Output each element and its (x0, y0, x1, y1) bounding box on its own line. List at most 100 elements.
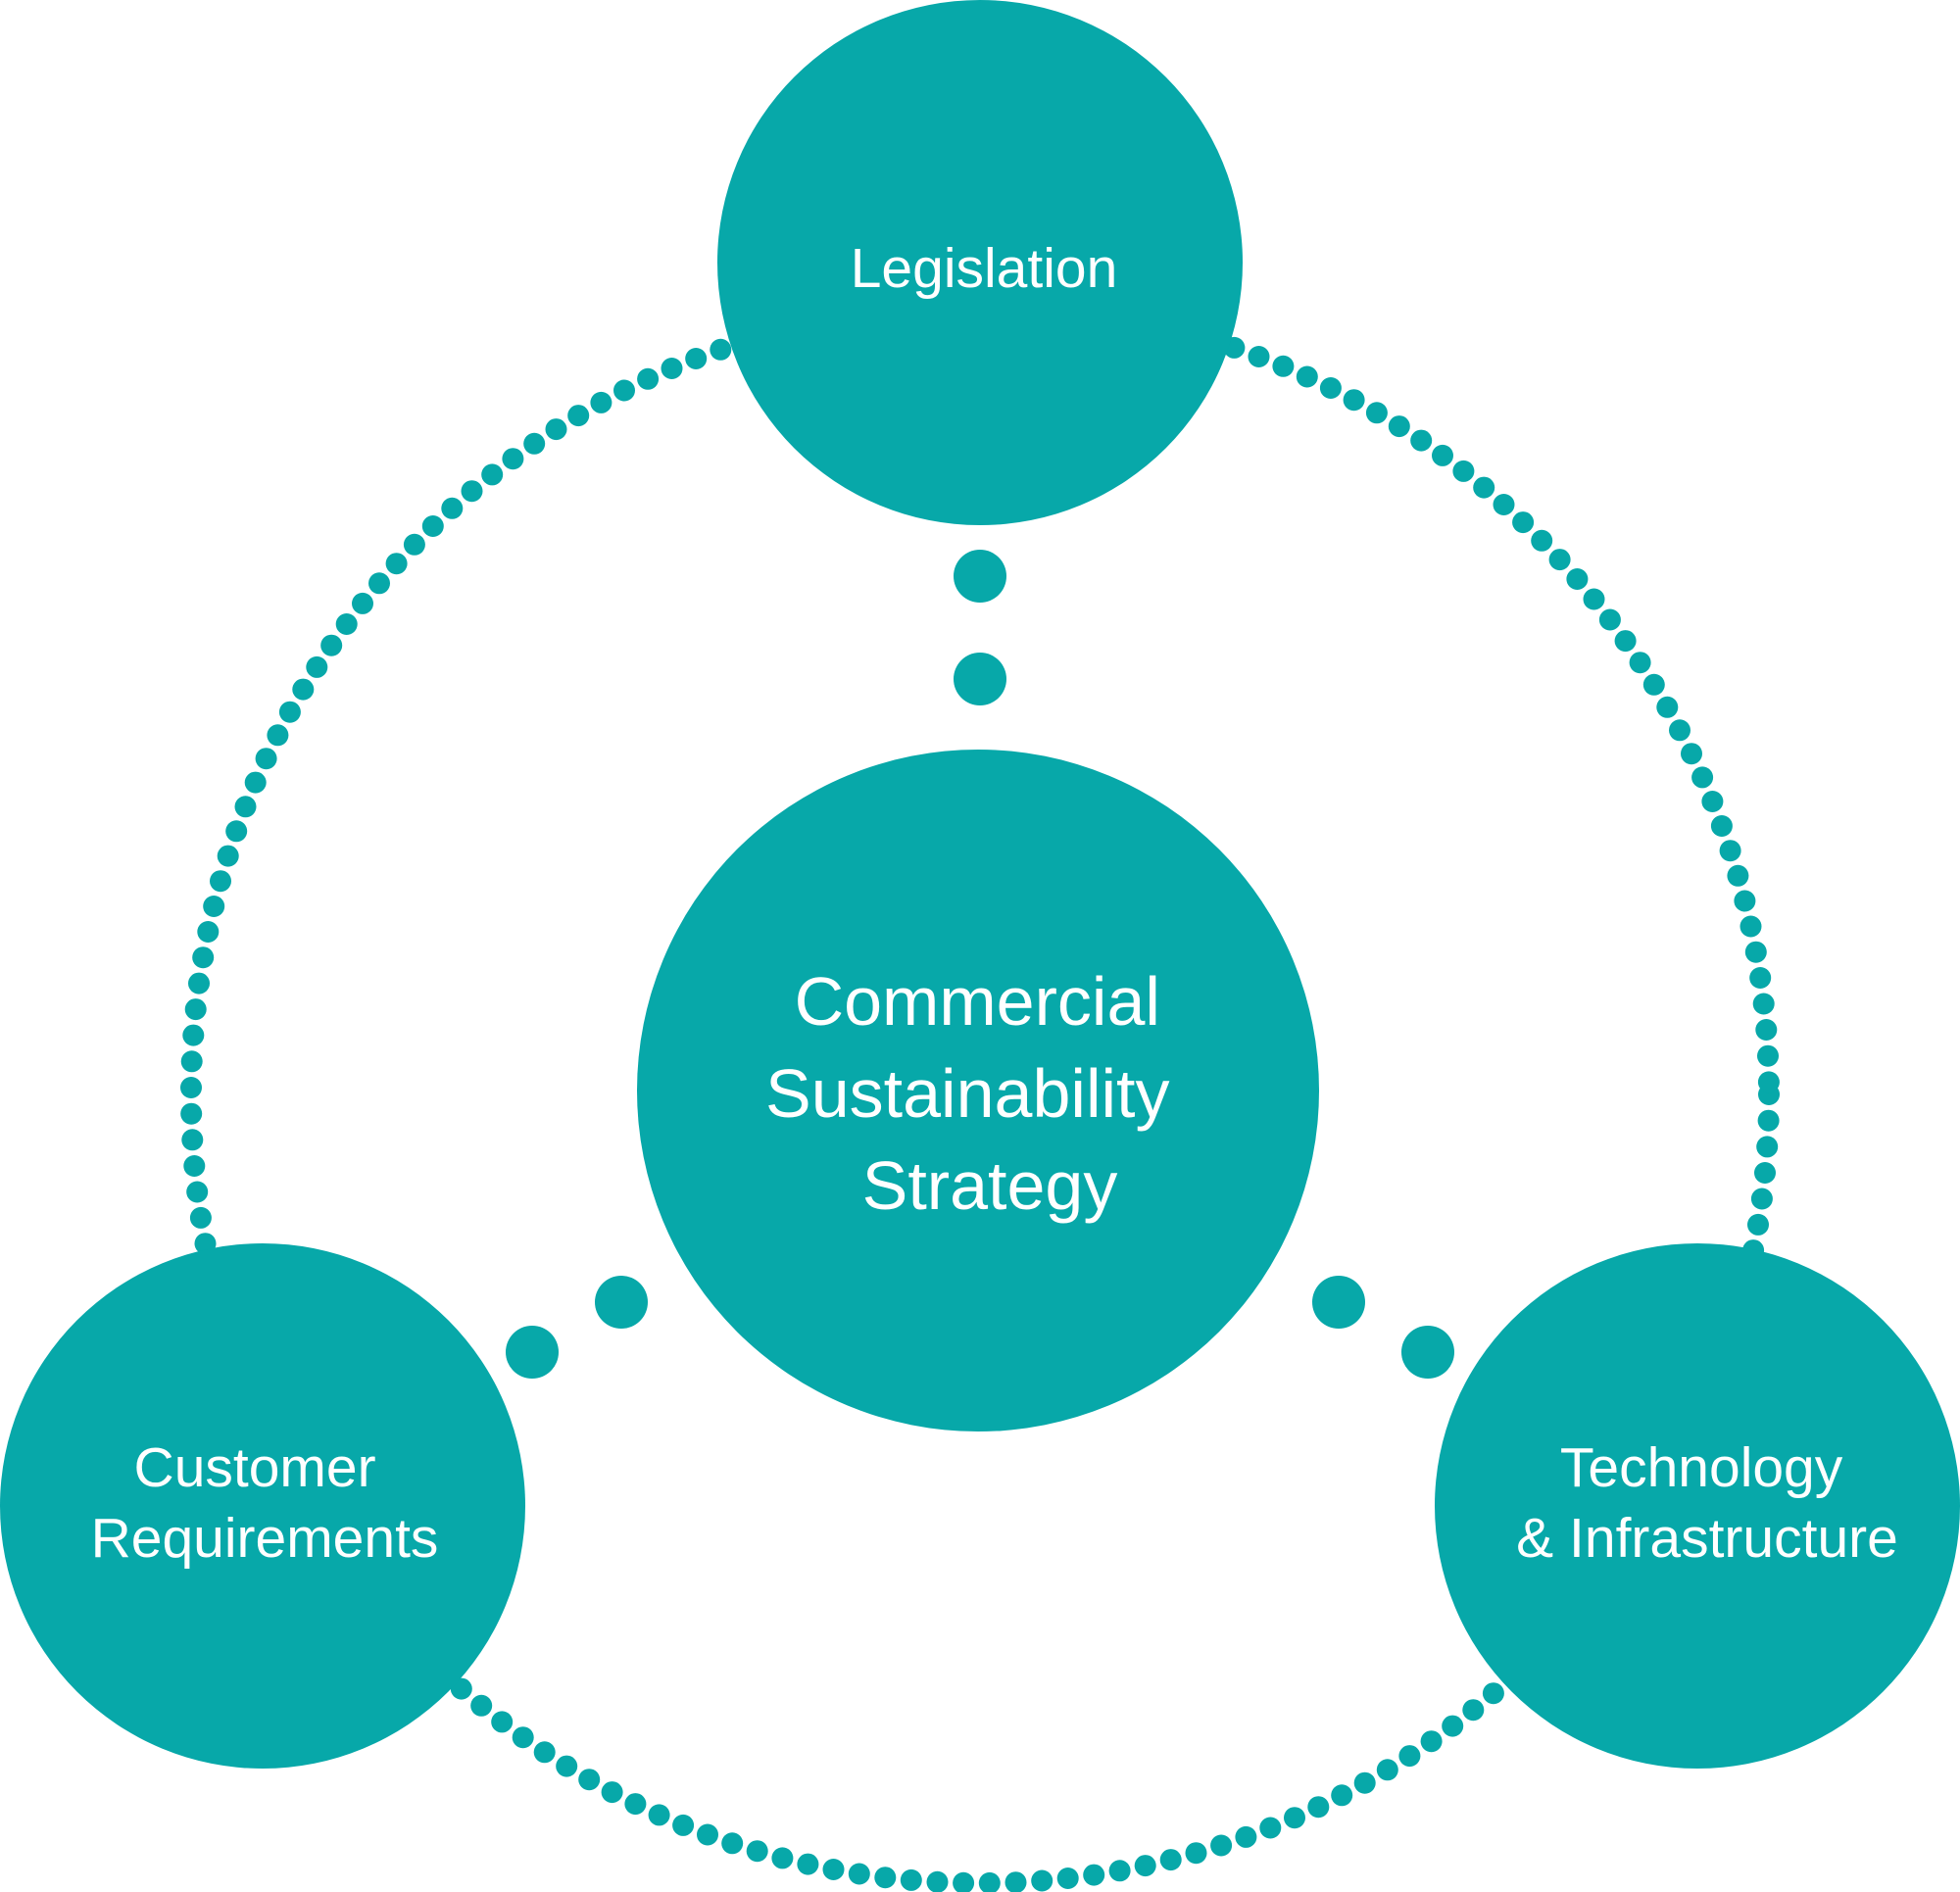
ring-dot (1473, 476, 1495, 499)
customer-label-line-1: Customer (134, 1436, 376, 1499)
legislation-circle (717, 0, 1243, 525)
ring-dot (352, 592, 373, 614)
ring-dot (1642, 673, 1665, 696)
ring-dot (1108, 1860, 1131, 1882)
ring-dot (1548, 549, 1571, 571)
ring-dot (1284, 1807, 1305, 1829)
ring-dot (255, 748, 277, 770)
ring-dot (685, 348, 708, 369)
ring-dot (1566, 568, 1589, 590)
ring-dot (188, 972, 210, 995)
technology-label-line-1: Technology (1560, 1436, 1843, 1499)
connector-dot (954, 653, 1006, 705)
ring-dot (1614, 630, 1637, 653)
ring-dot (189, 1206, 212, 1229)
ring-dot (278, 701, 301, 723)
center-label-line-1: Commercial (795, 963, 1160, 1040)
ring-dot (637, 367, 660, 390)
ring-dot (1754, 1162, 1776, 1184)
ring-dot (590, 391, 612, 413)
ring-dot (203, 896, 225, 917)
ring-dot (368, 572, 390, 595)
ring-dot (512, 1726, 534, 1749)
ring-dot (661, 358, 683, 379)
ring-dot (822, 1859, 845, 1880)
ring-dot (556, 1755, 578, 1777)
center-label-line-3: Strategy (862, 1147, 1118, 1224)
ring-dot (403, 533, 425, 556)
ring-dot (1669, 719, 1690, 742)
ring-dot (1681, 743, 1702, 765)
ring-dot (1442, 1715, 1464, 1737)
ring-dot (1531, 529, 1553, 552)
ring-dot (1757, 1109, 1780, 1132)
legislation-node: Legislation (717, 0, 1243, 525)
ring-dot (1452, 460, 1475, 482)
ring-dot (181, 1129, 204, 1151)
ring-dot (578, 1769, 601, 1791)
ring-dot (567, 405, 590, 427)
ring-dot (385, 553, 408, 575)
ring-dot (746, 1840, 768, 1863)
ring-dot (461, 480, 483, 503)
connector-dot (1312, 1276, 1365, 1329)
ring-dot (1740, 915, 1762, 938)
ring-dot (1248, 346, 1270, 367)
ring-dot (1031, 1869, 1054, 1892)
technology-infrastructure-label: Technology & Infrastructure (1516, 1436, 1898, 1570)
ring-dot (697, 1823, 718, 1846)
ring-dot (1691, 766, 1714, 789)
ring-dot (502, 448, 524, 470)
ring-dot (624, 1793, 647, 1816)
customer-label-line-2: Requirements (91, 1507, 439, 1570)
connector-dot (595, 1276, 648, 1329)
connector-dot (506, 1326, 559, 1379)
ring-dot (874, 1867, 897, 1889)
ring-dot (601, 1781, 623, 1804)
ring-dot (1307, 1796, 1330, 1819)
center-label: Commercial Sustainability Strategy (765, 963, 1189, 1224)
legislation-label: Legislation (851, 237, 1118, 300)
ring-dot (1734, 890, 1756, 912)
ring-dot (1134, 1855, 1156, 1877)
ring-dot (217, 845, 239, 867)
ring-dot (1598, 608, 1621, 631)
ring-dot (1353, 1771, 1376, 1794)
ring-dot (1750, 1188, 1773, 1210)
ring-dot (267, 724, 289, 747)
ring-dot (1747, 1213, 1769, 1236)
ring-dot (1398, 1745, 1421, 1768)
ring-dot (491, 1711, 514, 1733)
ring-dot (1512, 511, 1535, 534)
ring-dot (1749, 967, 1772, 989)
center-circle (637, 750, 1319, 1431)
technology-label-line-2: & Infrastructure (1516, 1507, 1898, 1570)
ring-dot (926, 1870, 949, 1892)
ring-dot (234, 796, 257, 818)
ring-dot (292, 678, 315, 701)
ring-dot (1376, 1759, 1398, 1781)
ring-dot (1744, 941, 1767, 963)
ring-dot (1296, 365, 1318, 388)
ring-dot (1365, 402, 1388, 424)
ring-dot (1727, 864, 1749, 887)
ring-dot (1462, 1699, 1485, 1722)
ring-dot (1432, 444, 1453, 466)
ring-dot (523, 432, 546, 455)
ring-dot (1004, 1871, 1027, 1892)
ring-dot (1083, 1864, 1105, 1886)
ring-dot (1410, 429, 1433, 452)
ring-dot (1056, 1868, 1079, 1889)
ring-dot (192, 946, 215, 969)
ring-dot (721, 1832, 744, 1855)
ring-dot (1656, 696, 1679, 718)
ring-dot (184, 998, 207, 1021)
ring-dot (320, 634, 343, 656)
center-label-line-2: Sustainability (765, 1055, 1169, 1132)
connector-dots (506, 550, 1454, 1379)
ring-dot (1629, 652, 1651, 674)
ring-dot (441, 497, 464, 519)
ring-dot (180, 1050, 203, 1073)
ring-dot (545, 418, 567, 441)
ring-dot (1420, 1730, 1443, 1753)
